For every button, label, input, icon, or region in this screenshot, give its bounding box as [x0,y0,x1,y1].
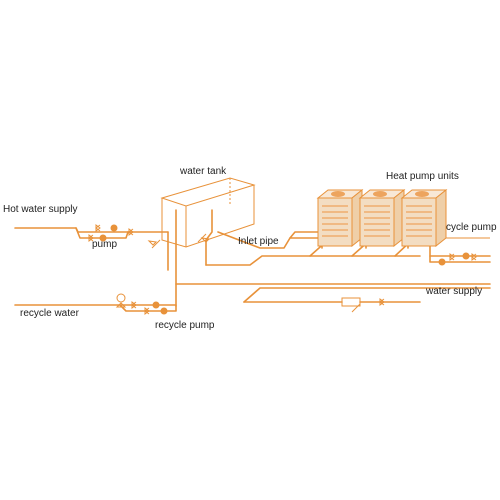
heat-pump-unit-2 [358,188,406,248]
return-line [175,283,491,313]
label-pump: pump [92,239,118,250]
label-recycle-pump: recycle pump [155,320,215,331]
label-hot-water-supply: Hot water supply [3,204,78,215]
water-tank [160,177,256,248]
recycle-water-line [14,293,177,315]
label-cycle-pump: cycle pump [446,222,497,233]
label-water-tank: water tank [180,166,227,177]
heat-pump-unit-3 [400,188,448,248]
hot-water-pump [88,224,134,242]
label-water-supply: water supply [426,286,483,297]
label-recycle-water: recycle water [20,308,79,319]
tank-outlet-pipes [147,209,213,307]
label-inlet-pipe: Inlet pipe [238,236,279,247]
label-heat-pump-units: Heat pump units [386,171,459,182]
heat-pump-unit-1 [316,188,364,248]
